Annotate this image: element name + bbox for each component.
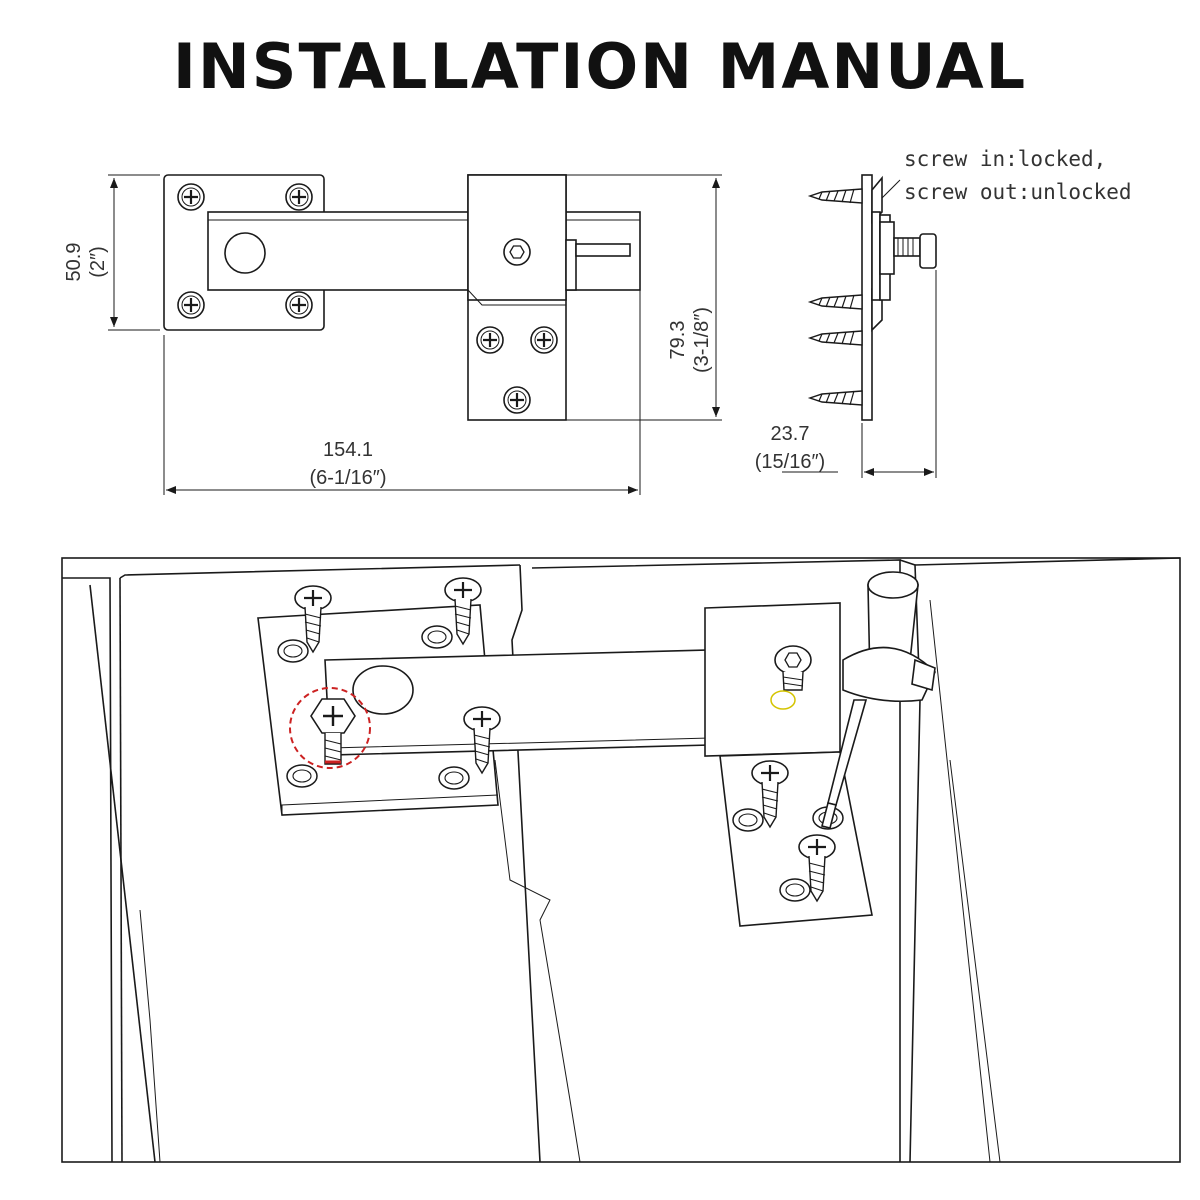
phillips-screw-icon — [284, 290, 314, 320]
lock-note-line2: screw out:unlocked — [904, 180, 1132, 204]
wood-screw-icon — [809, 188, 863, 204]
depth-in-label: (15/16″) — [755, 451, 825, 473]
page-title: INSTALLATION MANUAL — [172, 30, 1028, 103]
highlight-circle — [289, 687, 371, 769]
side-view-drawing: screw in:locked, screw out:unlocked 23.7… — [755, 147, 1132, 478]
phillips-screw-icon — [502, 385, 532, 415]
height-in-label: (2″) — [87, 246, 109, 278]
wood-screw-icon — [809, 330, 863, 346]
hex-socket-screw-icon — [774, 645, 812, 691]
hex-socket-screw-icon — [503, 238, 531, 266]
screwdriver-icon — [821, 571, 936, 829]
stop-button-3d — [352, 665, 414, 715]
top-view-drawing: 50.9 (2″) 154.1 (6-1/16″) 79.3 (3-1/8″) — [63, 174, 722, 495]
side-plate — [861, 174, 873, 421]
height-mm-label: 50.9 — [63, 243, 85, 282]
width-mm-label: 154.1 — [323, 439, 373, 461]
wood-screw-icon — [809, 390, 863, 406]
stop-button — [224, 232, 266, 274]
width-in-label: (6-1/16″) — [309, 467, 386, 489]
wood-screw-icon — [809, 294, 863, 310]
phillips-screw-icon — [284, 182, 314, 212]
lock-bolt-icon — [310, 698, 356, 765]
bracket-height-in-label: (3-1/8″) — [691, 307, 713, 373]
phillips-screw-icon — [176, 290, 206, 320]
bracket-height-mm-label: 79.3 — [667, 321, 689, 360]
set-screw-hint-circle — [770, 690, 796, 710]
lock-note-line1: screw in:locked, — [904, 147, 1106, 171]
phillips-screw-icon — [475, 325, 505, 355]
installation-illustration — [61, 557, 1181, 1163]
phillips-screw-icon — [529, 325, 559, 355]
right-bracket-3d — [704, 602, 841, 757]
phillips-screw-icon — [176, 182, 206, 212]
depth-mm-label: 23.7 — [771, 423, 810, 445]
